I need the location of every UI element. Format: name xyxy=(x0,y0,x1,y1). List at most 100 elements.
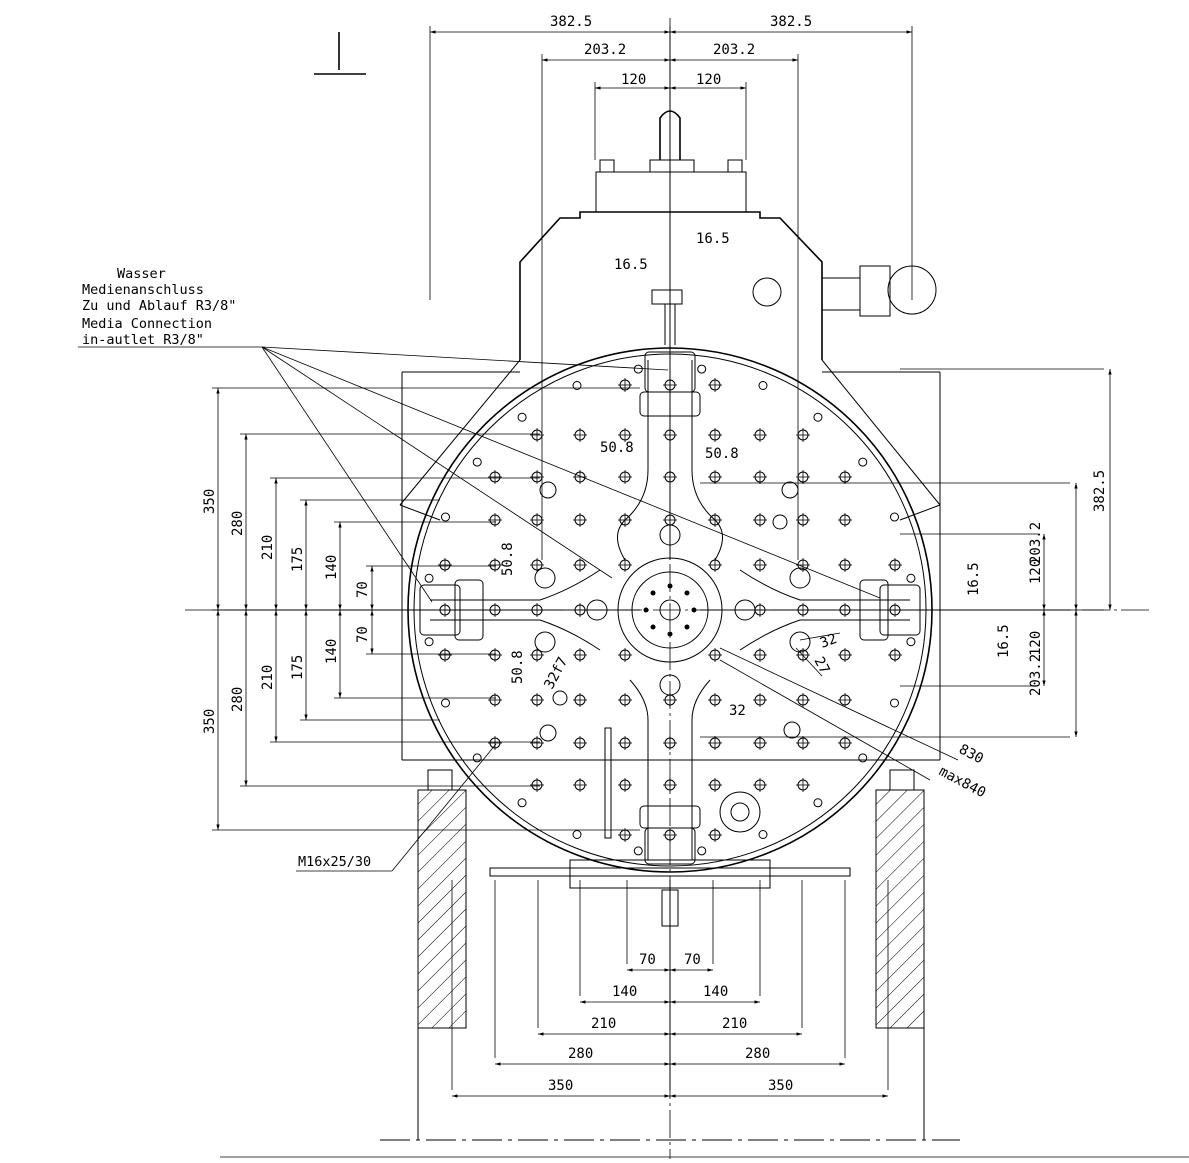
note-media-en: Media Connection xyxy=(82,316,212,332)
rim-hole xyxy=(517,798,527,808)
bolt-hole xyxy=(488,558,502,572)
dim-27: 27 xyxy=(810,654,832,676)
bolt-hole xyxy=(530,778,544,792)
bolt-hole xyxy=(838,513,852,527)
dim-210-bottom: 210 xyxy=(260,665,276,690)
bolt-hole xyxy=(618,378,632,392)
left-support-hatch xyxy=(417,789,467,1029)
hub-hole xyxy=(691,607,697,613)
vertical-dimension xyxy=(366,565,496,611)
bolt-hole xyxy=(663,778,677,792)
bolt-hole xyxy=(530,648,544,662)
rim-hole xyxy=(440,512,450,522)
dimension-lines xyxy=(212,26,1112,1098)
bolt-hole xyxy=(488,470,502,484)
dim-bottom-70-left: 70 xyxy=(639,952,656,968)
hub-hole xyxy=(667,631,673,637)
bolt-hole xyxy=(708,828,722,842)
horizontal-dimension xyxy=(494,880,671,1066)
dim-bottom-350-left: 350 xyxy=(548,1078,573,1094)
dim-bottom-280-left: 280 xyxy=(568,1046,593,1062)
rim-hole xyxy=(440,698,450,708)
notes: Wasser Medienanschluss Zu und Ablauf R3/… xyxy=(82,266,371,870)
dim-bottom-210-right: 210 xyxy=(722,1016,747,1032)
dim-bottom-140-left: 140 xyxy=(612,984,637,1000)
dim-bottom-70-right: 70 xyxy=(684,952,701,968)
hub-hole xyxy=(684,590,690,596)
bolt-hole xyxy=(663,693,677,707)
bolt-hole xyxy=(888,558,902,572)
dim-830: 830 xyxy=(956,741,986,767)
bolt-hole xyxy=(838,648,852,662)
bolt-hole xyxy=(573,693,587,707)
bolt-hole xyxy=(838,693,852,707)
bolt-hole xyxy=(618,428,632,442)
bolt-hole xyxy=(573,470,587,484)
rim-hole xyxy=(517,412,527,422)
center-lines xyxy=(185,18,1150,1159)
bolt-hole xyxy=(796,736,810,750)
vertical-dimension xyxy=(900,609,1046,687)
bolt-hole xyxy=(708,778,722,792)
bolt-hole xyxy=(530,558,544,572)
rim-hole xyxy=(472,753,482,763)
vertical-dimension xyxy=(270,609,540,743)
base-frame xyxy=(220,371,1189,1158)
rim-hole xyxy=(572,830,582,840)
dim-16-5-upper-right: 16.5 xyxy=(696,231,730,247)
note-water: Wasser xyxy=(117,266,166,282)
bolt-hole xyxy=(438,558,452,572)
rim-hole xyxy=(697,846,707,856)
bolt-hole xyxy=(708,693,722,707)
hub-hole xyxy=(650,590,656,596)
dim-bottom-140-right: 140 xyxy=(703,984,728,1000)
vertical-dimension xyxy=(900,368,1112,611)
dim-203-2-bottom: 203.2 xyxy=(1028,654,1044,696)
dim-280-top: 280 xyxy=(230,511,246,536)
hub-hole xyxy=(650,624,656,630)
bolt-hole xyxy=(573,778,587,792)
bolt-hole xyxy=(488,648,502,662)
rim-hole xyxy=(472,457,482,467)
bolt-hole xyxy=(753,428,767,442)
dim-70-bottom: 70 xyxy=(355,626,371,643)
horizontal-dimension xyxy=(669,880,889,1098)
note-inlet-de: Zu und Ablauf R3/8" xyxy=(82,298,236,314)
bolt-hole xyxy=(618,470,632,484)
rim-hole xyxy=(633,364,643,374)
horizontal-dimension xyxy=(594,82,671,160)
dim-32f7: 32f7 xyxy=(541,655,571,692)
rim-hole xyxy=(697,364,707,374)
right-support-hatch xyxy=(875,789,925,1029)
bolt-hole xyxy=(708,648,722,662)
vertical-dimension xyxy=(366,609,496,655)
rim-hole xyxy=(424,573,434,583)
dim-280-bottom: 280 xyxy=(230,687,246,712)
leader-lines xyxy=(78,346,959,872)
dim-140-bottom: 140 xyxy=(324,639,340,664)
dim-16-5-upper-left: 16.5 xyxy=(614,257,648,273)
rim-hole xyxy=(890,698,900,708)
dim-203-2-left: 203.2 xyxy=(584,42,626,58)
dim-120-top-right: 120 xyxy=(1028,559,1044,584)
bolt-hole xyxy=(838,736,852,750)
dim-175-top: 175 xyxy=(290,547,306,572)
bolt-hole xyxy=(488,736,502,750)
bolt-hole xyxy=(708,558,722,572)
upper-housing xyxy=(399,110,941,521)
bolt-hole xyxy=(530,736,544,750)
hub-hole xyxy=(684,624,690,630)
note-inlet-en: in-autlet R3/8" xyxy=(82,332,204,348)
bolt-hole xyxy=(618,693,632,707)
bolt-hole xyxy=(708,470,722,484)
dim-bottom-280-right: 280 xyxy=(745,1046,770,1062)
horizontal-dimension xyxy=(669,26,913,300)
bolt-hole xyxy=(573,428,587,442)
bolt-hole xyxy=(488,513,502,527)
bolt-hole xyxy=(753,778,767,792)
dim-382-5-vertical: 382.5 xyxy=(1092,470,1108,512)
bolt-hole xyxy=(663,736,677,750)
bolt-hole xyxy=(663,828,677,842)
